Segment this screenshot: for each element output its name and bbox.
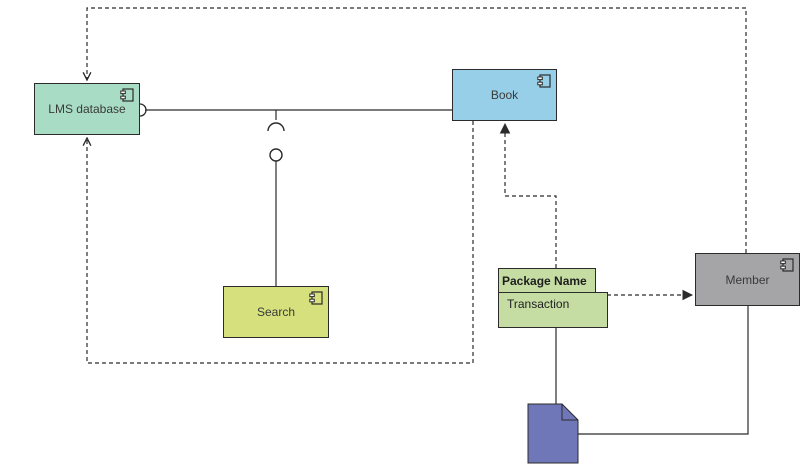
artifact-fold <box>561 404 578 421</box>
component-lms-database[interactable]: LMS database <box>34 83 140 135</box>
provided-interface-ball <box>269 148 283 162</box>
component-icon <box>537 74 551 88</box>
component-label: Search <box>256 305 296 319</box>
package-label: Transaction <box>507 297 570 311</box>
component-label: Member <box>725 272 770 287</box>
component-icon <box>309 291 323 305</box>
component-search[interactable]: Search <box>223 286 329 338</box>
dependency-member-to-lms <box>87 7 747 253</box>
package-tab[interactable]: Package Name <box>498 268 596 293</box>
component-label: LMS database <box>48 102 126 116</box>
connector-artifact-to-member <box>578 306 749 435</box>
component-member[interactable]: Member <box>695 253 800 306</box>
dependency-book-to-lms <box>87 121 474 364</box>
component-icon <box>120 88 134 102</box>
component-book[interactable]: Book <box>452 69 557 121</box>
component-icon <box>780 258 794 272</box>
component-label: Book <box>490 88 519 102</box>
socket-lms-database <box>139 103 147 117</box>
dependency-package-to-book <box>499 122 557 268</box>
required-interface-socket <box>267 122 285 132</box>
package-name: Package Name <box>502 273 587 288</box>
package-body[interactable]: Transaction <box>498 292 608 328</box>
artifact-document[interactable] <box>527 403 579 464</box>
